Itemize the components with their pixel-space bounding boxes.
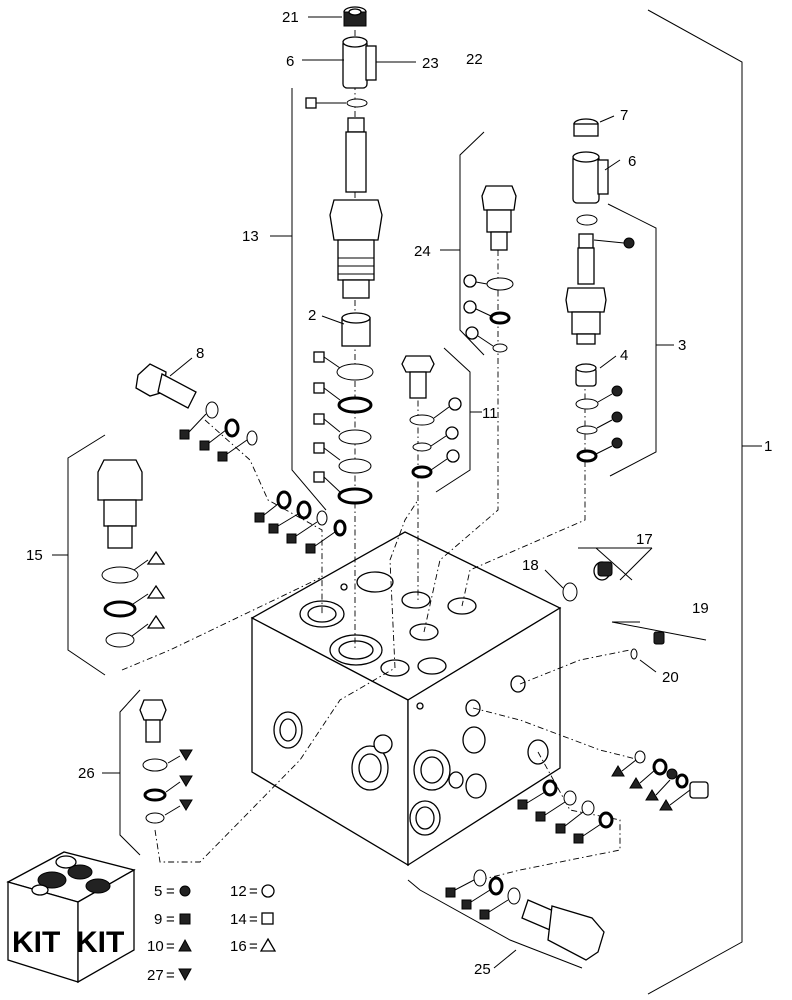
callout-15: 15: [26, 547, 43, 564]
callout-8: 8: [196, 345, 204, 362]
svg-text:14: 14: [230, 911, 247, 928]
valve-24: [440, 131, 517, 356]
plug-17-18: [544, 547, 653, 602]
callout-19: 19: [692, 600, 709, 617]
leader-lines: [169, 16, 621, 377]
callout-4: 4: [620, 347, 628, 364]
valve-15: [52, 434, 166, 676]
kit-label-front: KIT: [12, 926, 60, 959]
svg-text:=: =: [249, 911, 258, 928]
svg-text:10: 10: [147, 938, 164, 955]
valve-11: [401, 347, 482, 493]
flow-lines: [121, 30, 641, 881]
callout-6-top: 6: [286, 53, 294, 70]
callout-7: 7: [620, 107, 628, 124]
svg-text:=: =: [166, 967, 175, 984]
filled-square-icon: [179, 913, 191, 925]
svg-text:16: 16: [230, 938, 247, 955]
solenoid-valve-stack-13: [270, 6, 383, 511]
svg-text:=: =: [249, 938, 258, 955]
manifold-block: [250, 531, 562, 867]
seal-group-center: [254, 490, 347, 554]
svg-text:=: =: [166, 883, 175, 900]
svg-text:=: =: [249, 883, 258, 900]
assembly-bracket-1: [647, 9, 762, 995]
kit-label-side: KIT: [76, 926, 124, 959]
svg-text:12: 12: [230, 883, 247, 900]
open-circle-icon: [261, 884, 275, 898]
fitting-group-right: [611, 750, 709, 811]
callout-20: 20: [662, 669, 679, 686]
svg-text:9: 9: [154, 911, 162, 928]
callout-21: 21: [282, 9, 299, 26]
plug-8: [135, 363, 258, 462]
open-square-icon: [261, 912, 274, 925]
filled-circle-icon: [179, 885, 191, 897]
callout-17: 17: [636, 531, 653, 548]
solenoid-valve-3: [565, 118, 674, 477]
callout-3: 3: [678, 337, 686, 354]
valve-25: [407, 869, 605, 969]
callout-18: 18: [522, 557, 539, 574]
svg-text:27: 27: [147, 967, 164, 984]
svg-text:=: =: [166, 938, 175, 955]
callout-11: 11: [482, 405, 498, 422]
open-triangle-icon: [259, 937, 277, 952]
svg-text:=: =: [166, 911, 175, 928]
legend-item-5: 5 =: [154, 883, 191, 900]
callout-13: 13: [242, 228, 259, 245]
callout-6-right: 6: [628, 153, 636, 170]
callout-1: 1: [764, 438, 772, 455]
legend-item-9: 9 =: [154, 911, 191, 928]
callout-25: 25: [474, 961, 491, 978]
legend-item-14: 14 =: [230, 911, 274, 928]
filled-triangle-icon: [178, 938, 192, 952]
callout-2: 2: [308, 307, 316, 324]
callout-24: 24: [414, 243, 431, 260]
plug-19-20: [611, 621, 707, 673]
legend-item-12: 12 =: [230, 883, 275, 900]
symbol-legend: 5 = 9 = 10 = 27 = 12 = 14 =: [147, 883, 277, 984]
valve-26: [102, 689, 193, 856]
callout-23: 23: [422, 55, 439, 72]
kit-box-icon: KIT KIT: [6, 851, 136, 984]
callout-22: 22: [466, 51, 483, 68]
callout-26: 26: [78, 765, 95, 782]
legend-item-16: 16 =: [230, 937, 277, 955]
svg-text:5: 5: [154, 883, 162, 900]
filled-triangle-down-icon: [178, 968, 192, 982]
callout-labels: 21 6 23 22 7 6 13 24 2 3 4 8 11 1 17 15 …: [26, 9, 772, 978]
seal-group-lower-right: [517, 779, 614, 844]
legend-item-27: 27 =: [147, 967, 192, 984]
legend-item-10: 10 =: [147, 938, 192, 955]
